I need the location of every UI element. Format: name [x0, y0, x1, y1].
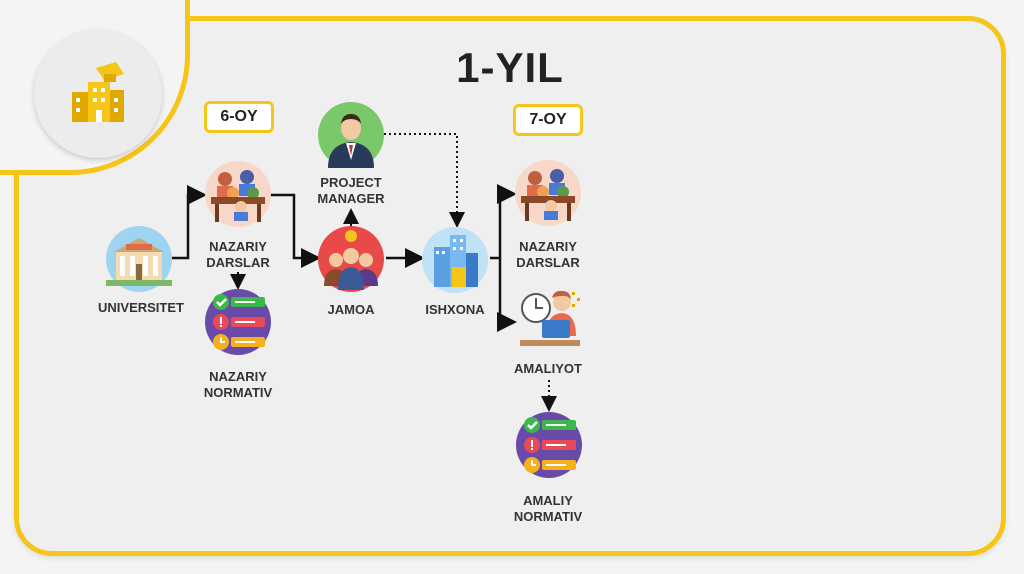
university-building-icon — [106, 226, 172, 292]
period-badge-7-oy: 7-OY — [513, 104, 583, 136]
label-nazariy-normativ: NAZARIY NORMATIV — [188, 369, 288, 401]
node-ishxona — [422, 227, 488, 298]
content-card — [14, 16, 1006, 556]
label-line-1: NAZARIY — [209, 369, 267, 384]
label-line-1: NAZARIY — [209, 239, 267, 254]
node-nazariy-darslar-left — [205, 161, 271, 232]
page-title: 1-YIL — [456, 44, 564, 91]
node-project-manager — [318, 102, 384, 173]
label-amaliy-normativ: AMALIY NORMATIV — [498, 493, 598, 525]
label-line-1: NAZARIY — [519, 239, 577, 254]
connector-darslar-jamoa — [270, 193, 321, 268]
checklist-icon — [205, 289, 271, 355]
label-amaliyot: AMALIYOT — [514, 361, 582, 376]
label-line-2: DARSLAR — [206, 255, 270, 270]
node-amaliy-normativ — [516, 411, 582, 484]
label-line-2: MANAGER — [317, 191, 385, 206]
period-badge-6-oy: 6-OY — [204, 101, 274, 133]
label-line-1: PROJECT — [320, 175, 382, 190]
label-line-2: DARSLAR — [516, 255, 580, 270]
buildings-graduation-cap-icon — [72, 62, 124, 122]
label-jamoa: JAMOA — [327, 302, 375, 317]
label-line-1: AMALIY — [523, 493, 573, 508]
node-nazariy-normativ — [205, 288, 271, 361]
node-jamoa — [318, 226, 384, 297]
classroom-students-icon — [205, 161, 271, 227]
checklist-icon — [516, 412, 582, 478]
node-nazariy-darslar-right — [515, 160, 581, 231]
label-nazariy-darslar-left: NAZARIY DARSLAR — [188, 239, 288, 271]
office-buildings-icon — [422, 227, 488, 293]
label-project-manager: PROJECT MANAGER — [300, 175, 402, 207]
connector-ishxona-amaliyot — [497, 258, 517, 332]
logo-badge — [34, 30, 162, 158]
node-amaliyot — [514, 286, 584, 357]
connector-universitet-darslar — [172, 185, 207, 260]
team-icon — [318, 226, 384, 292]
label-ishxona: ISHXONA — [425, 302, 485, 317]
label-line-2: NORMATIV — [513, 509, 583, 524]
businessman-icon — [318, 102, 384, 168]
label-universitet: UNIVERSITET — [98, 300, 184, 315]
classroom-students-icon — [515, 160, 581, 226]
label-line-2: NORMATIV — [203, 385, 273, 400]
connector-ishxona-darslar — [490, 184, 517, 260]
node-universitet — [106, 226, 172, 297]
label-nazariy-darslar-right: NAZARIY DARSLAR — [498, 239, 598, 271]
person-at-computer-icon — [520, 290, 580, 346]
